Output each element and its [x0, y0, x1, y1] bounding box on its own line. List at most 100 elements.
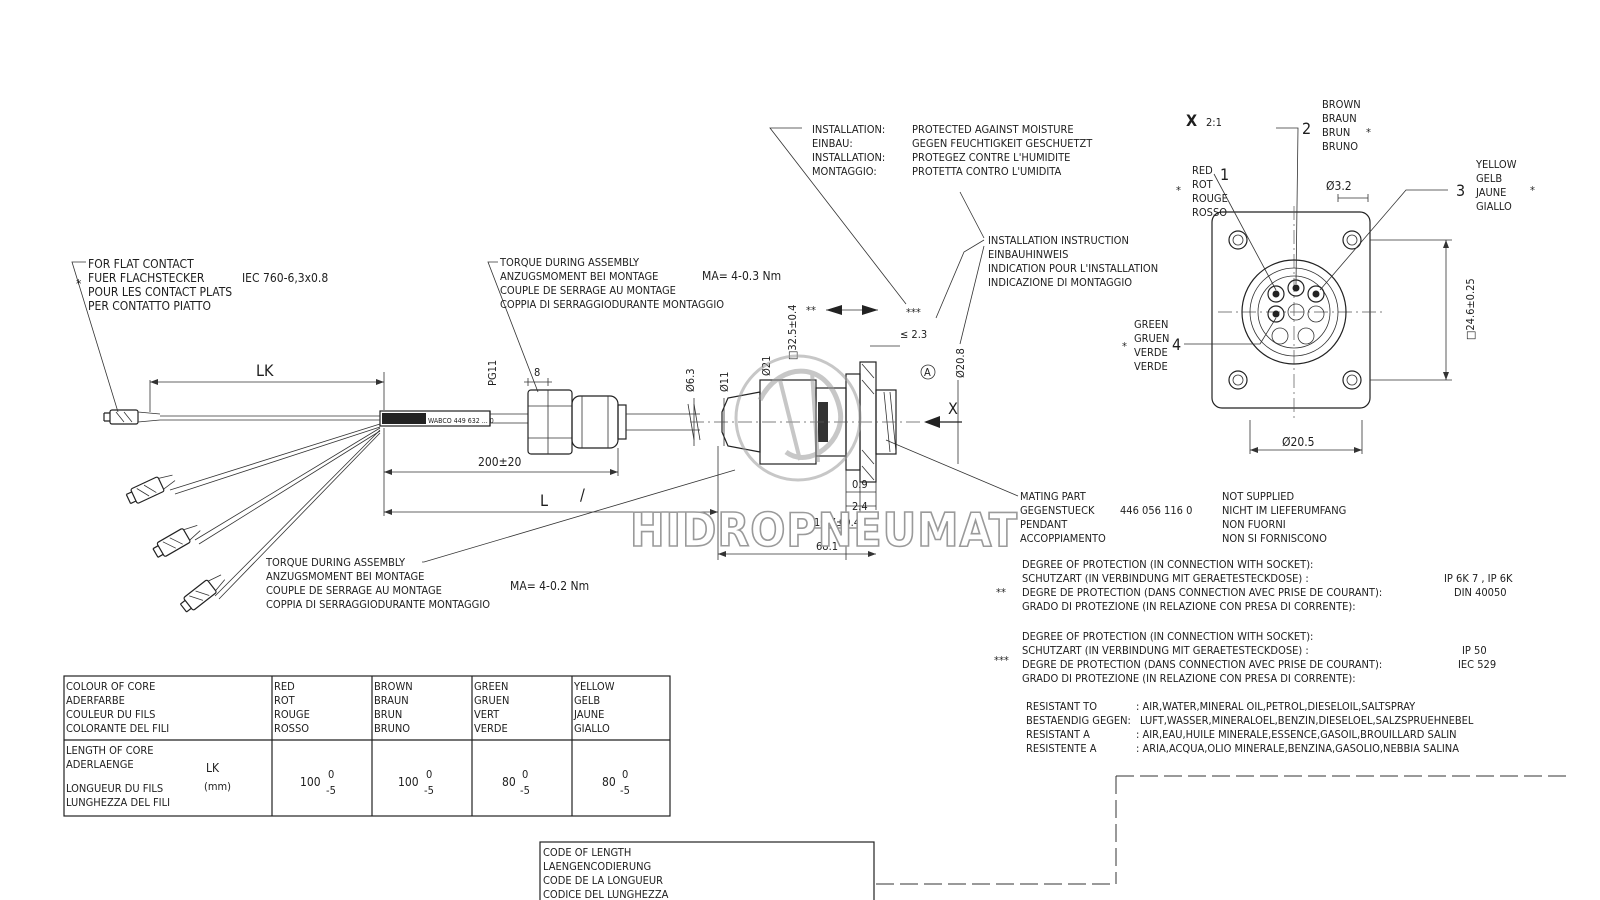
pin3-label: GIALLO [1476, 200, 1512, 213]
pin4-label: GRUEN [1134, 332, 1169, 345]
table-cell: VERT [474, 708, 500, 721]
note-value: PROTETTA CONTRO L'UMIDITA [912, 165, 1061, 178]
mounting-hole-icon [1342, 230, 1362, 250]
note-line: COUPLE DE SERRAGE AU MONTAGE [500, 284, 676, 297]
pin-icon [1307, 285, 1325, 303]
note-label: MATING PART [1020, 490, 1087, 503]
table-unit: (mm) [204, 780, 231, 793]
torque-note-bottom: TORQUE DURING ASSEMBLY ANZUGSMOMENT BEI … [265, 469, 736, 611]
core-table: COLOUR OF CORE ADERFARBE COULEUR DU FILS… [63, 675, 671, 817]
note-label: INSTALLATION: [812, 151, 885, 164]
table-cell: VERDE [474, 722, 508, 735]
connector-face [1241, 259, 1347, 365]
flat-contact-icon [179, 574, 226, 613]
table-header: LUNGHEZZA DEL FILI [66, 796, 170, 809]
note-line: DEGREE OF PROTECTION (IN CONNECTION WITH… [1022, 630, 1313, 643]
note-label: INSTALLATION: [812, 123, 885, 136]
flat-contact-icon [125, 474, 176, 505]
watermark-text: HIDROPNEUMAT [630, 503, 1018, 557]
note-label: PENDANT [1020, 518, 1068, 531]
table-lk-symbol: LK [206, 761, 220, 775]
table-cell: ROT [274, 694, 296, 707]
note-line: DEGRE DE PROTECTION (DANS CONNECTION AVE… [1022, 586, 1382, 599]
dim-l-mark: / [580, 485, 585, 504]
note-label: GEGENSTUECK [1020, 504, 1095, 517]
table-cell: GREEN [474, 680, 508, 693]
pin1-number: 1 [1220, 165, 1229, 184]
arrow-star2: ** [806, 304, 816, 317]
table-cell: RED [274, 680, 295, 693]
note-label: RESISTENTE A [1026, 742, 1097, 755]
protection-value: IP 6K 7 , IP 6K [1444, 572, 1513, 585]
note-star: * [76, 277, 82, 291]
table-header: ADERLAENGE [66, 758, 134, 771]
table-cell: BRUN [374, 708, 402, 721]
mating-part-number: 446 056 116 0 [1120, 504, 1192, 517]
cable-brand-marking [382, 413, 426, 424]
note-line: FOR FLAT CONTACT [88, 257, 194, 271]
note-value: LUFT,WASSER,MINERALOEL,BENZIN,DIESELOEL,… [1140, 714, 1474, 727]
table-length: 80 [602, 775, 616, 789]
dim-0-9: 0.9 [852, 478, 868, 491]
dim-d20-5: Ø20.5 [1282, 435, 1315, 449]
note-value: : AIR,EAU,HUILE MINERALE,ESSENCE,GASOIL,… [1136, 728, 1457, 741]
pin2-label: BROWN [1322, 98, 1361, 111]
table-cell: ROUGE [274, 708, 310, 721]
note-label: BESTAENDIG GEGEN: [1026, 714, 1131, 727]
length-code-leader [876, 775, 1568, 885]
table-tolerance: -5 [326, 784, 336, 797]
note-label: MONTAGGIO: [812, 165, 877, 178]
pin2-label: BRAUN [1322, 112, 1357, 125]
note-line: INDICATION POUR L'INSTALLATION [988, 262, 1158, 275]
table-tolerance: 0 [328, 768, 334, 781]
socket-dimensions: Ø6.3 Ø11 Ø21 □32.5±0.4 Ø20.8 ** *** ≤ 2.… [684, 304, 967, 560]
note-line: FUER FLACHSTECKER [88, 271, 205, 285]
dim-square-24-6: □24.6±0.25 [1464, 278, 1477, 340]
length-code-line: CODICE DEL LUNGHEZZA [543, 888, 669, 900]
dim-2-4: 2.4 [852, 500, 868, 513]
note-line: ANZUGSMOMENT BEI MONTAGE [500, 270, 658, 283]
installation-note: INSTALLATION: EINBAU: INSTALLATION: MONT… [769, 123, 1093, 305]
pin2-number: 2 [1302, 119, 1311, 138]
table-length: 100 [398, 775, 419, 789]
note-value: : AIR,WATER,MINERAL OIL,PETROL,DIESELOIL… [1136, 700, 1416, 713]
pin1-label: RED [1192, 164, 1213, 177]
note-line: GRADO DI PROTEZIONE (IN RELAZIONE CON PR… [1022, 600, 1356, 613]
note-value: NOT SUPPLIED [1222, 490, 1295, 503]
note-value: NON SI FORNISCONO [1222, 532, 1327, 545]
dim-2-3: ≤ 2.3 [900, 328, 927, 341]
note-line: INDICAZIONE DI MONTAGGIO [988, 276, 1132, 289]
protection-note-3: *** DEGREE OF PROTECTION (IN CONNECTION … [994, 630, 1496, 685]
note-value: NICHT IM LIEFERUMFANG [1222, 504, 1346, 517]
note-line: DEGREE OF PROTECTION (IN CONNECTION WITH… [1022, 558, 1313, 571]
note-line: INSTALLATION INSTRUCTION [988, 234, 1129, 247]
cable-assembly: WABCO 449 632 ... 0 [103, 409, 494, 613]
pin3-label: YELLOW [1475, 158, 1517, 171]
view-x-arrow-label: X [948, 399, 958, 418]
watermark-logo-icon [734, 354, 862, 482]
table-tolerance: 0 [522, 768, 528, 781]
pin-star: * [1176, 184, 1181, 197]
note-value: GEGEN FEUCHTIGKEIT GESCHUETZT [912, 137, 1093, 150]
table-cell: GIALLO [574, 722, 610, 735]
length-code-box: CODE OF LENGTH LAENGENCODIERUNG CODE DE … [539, 841, 875, 900]
note-line: COPPIA DI SERRAGGIODURANTE MONTAGGIO [266, 598, 490, 611]
flange-outline [1211, 211, 1371, 409]
note-line: SCHUTZART (IN VERBINDUNG MIT GERAETESTEC… [1022, 572, 1309, 585]
dim-lk: LK [256, 361, 274, 380]
note-line: COPPIA DI SERRAGGIODURANTE MONTAGGIO [500, 298, 724, 311]
note-line: TORQUE DURING ASSEMBLY [265, 556, 406, 569]
table-tolerance: 0 [622, 768, 628, 781]
table-tolerance: -5 [424, 784, 434, 797]
note-line: EINBAUHINWEIS [988, 248, 1068, 261]
table-cell: YELLOW [573, 680, 615, 693]
note-line: PER CONTATTO PIATTO [88, 299, 211, 313]
note-label: RESISTANT A [1026, 728, 1090, 741]
table-cell: ROSSO [274, 722, 309, 735]
table-header: ADERFARBE [66, 694, 125, 707]
pin1-label: ROUGE [1192, 192, 1228, 205]
note-line: SCHUTZART (IN VERBINDUNG MIT GERAETESTEC… [1022, 644, 1309, 657]
protection-value: IEC 529 [1458, 658, 1496, 671]
pin-star: * [1122, 340, 1127, 353]
installation-instruction-note: INSTALLATION INSTRUCTION EINBAUHINWEIS I… [935, 191, 1158, 345]
